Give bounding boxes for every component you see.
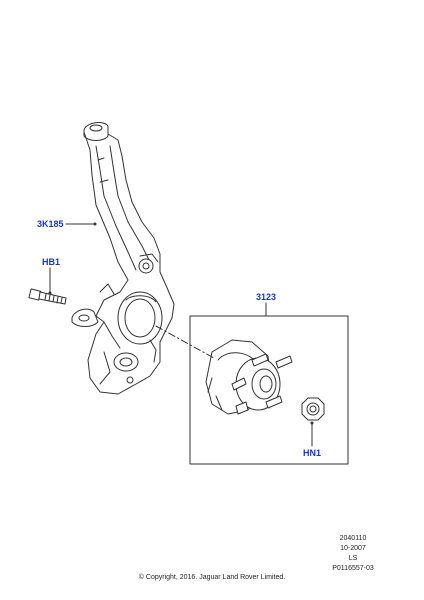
reference-model: LS [348,555,358,562]
steering-knuckle [71,122,175,395]
reference-date: 10-2007 [340,545,366,552]
callout-knuckle[interactable]: 3K185 [37,219,64,229]
drawing-reference: 2040110 10-2007 LS P0116557-03 [318,534,388,574]
hub-assembly-box [189,315,349,465]
axis-centerline [155,325,215,359]
copyright-notice: © Copyright, 2016. Jaguar Land Rover Lim… [138,574,286,581]
callout-nut[interactable]: HN1 [303,448,321,458]
leader-bolt-dot [48,291,52,295]
hub-bearing-assembly [205,339,293,415]
reference-illustration-id: P0116557-03 [332,565,374,572]
bolt [28,288,67,305]
leader-knuckle-dot [93,222,97,226]
callout-bolt[interactable]: HB1 [42,257,60,267]
callout-hub-assembly[interactable]: 3123 [256,292,276,302]
hub-nut [301,397,325,421]
reference-code: 2040110 [339,535,367,542]
leader-nut-dot [310,421,314,425]
